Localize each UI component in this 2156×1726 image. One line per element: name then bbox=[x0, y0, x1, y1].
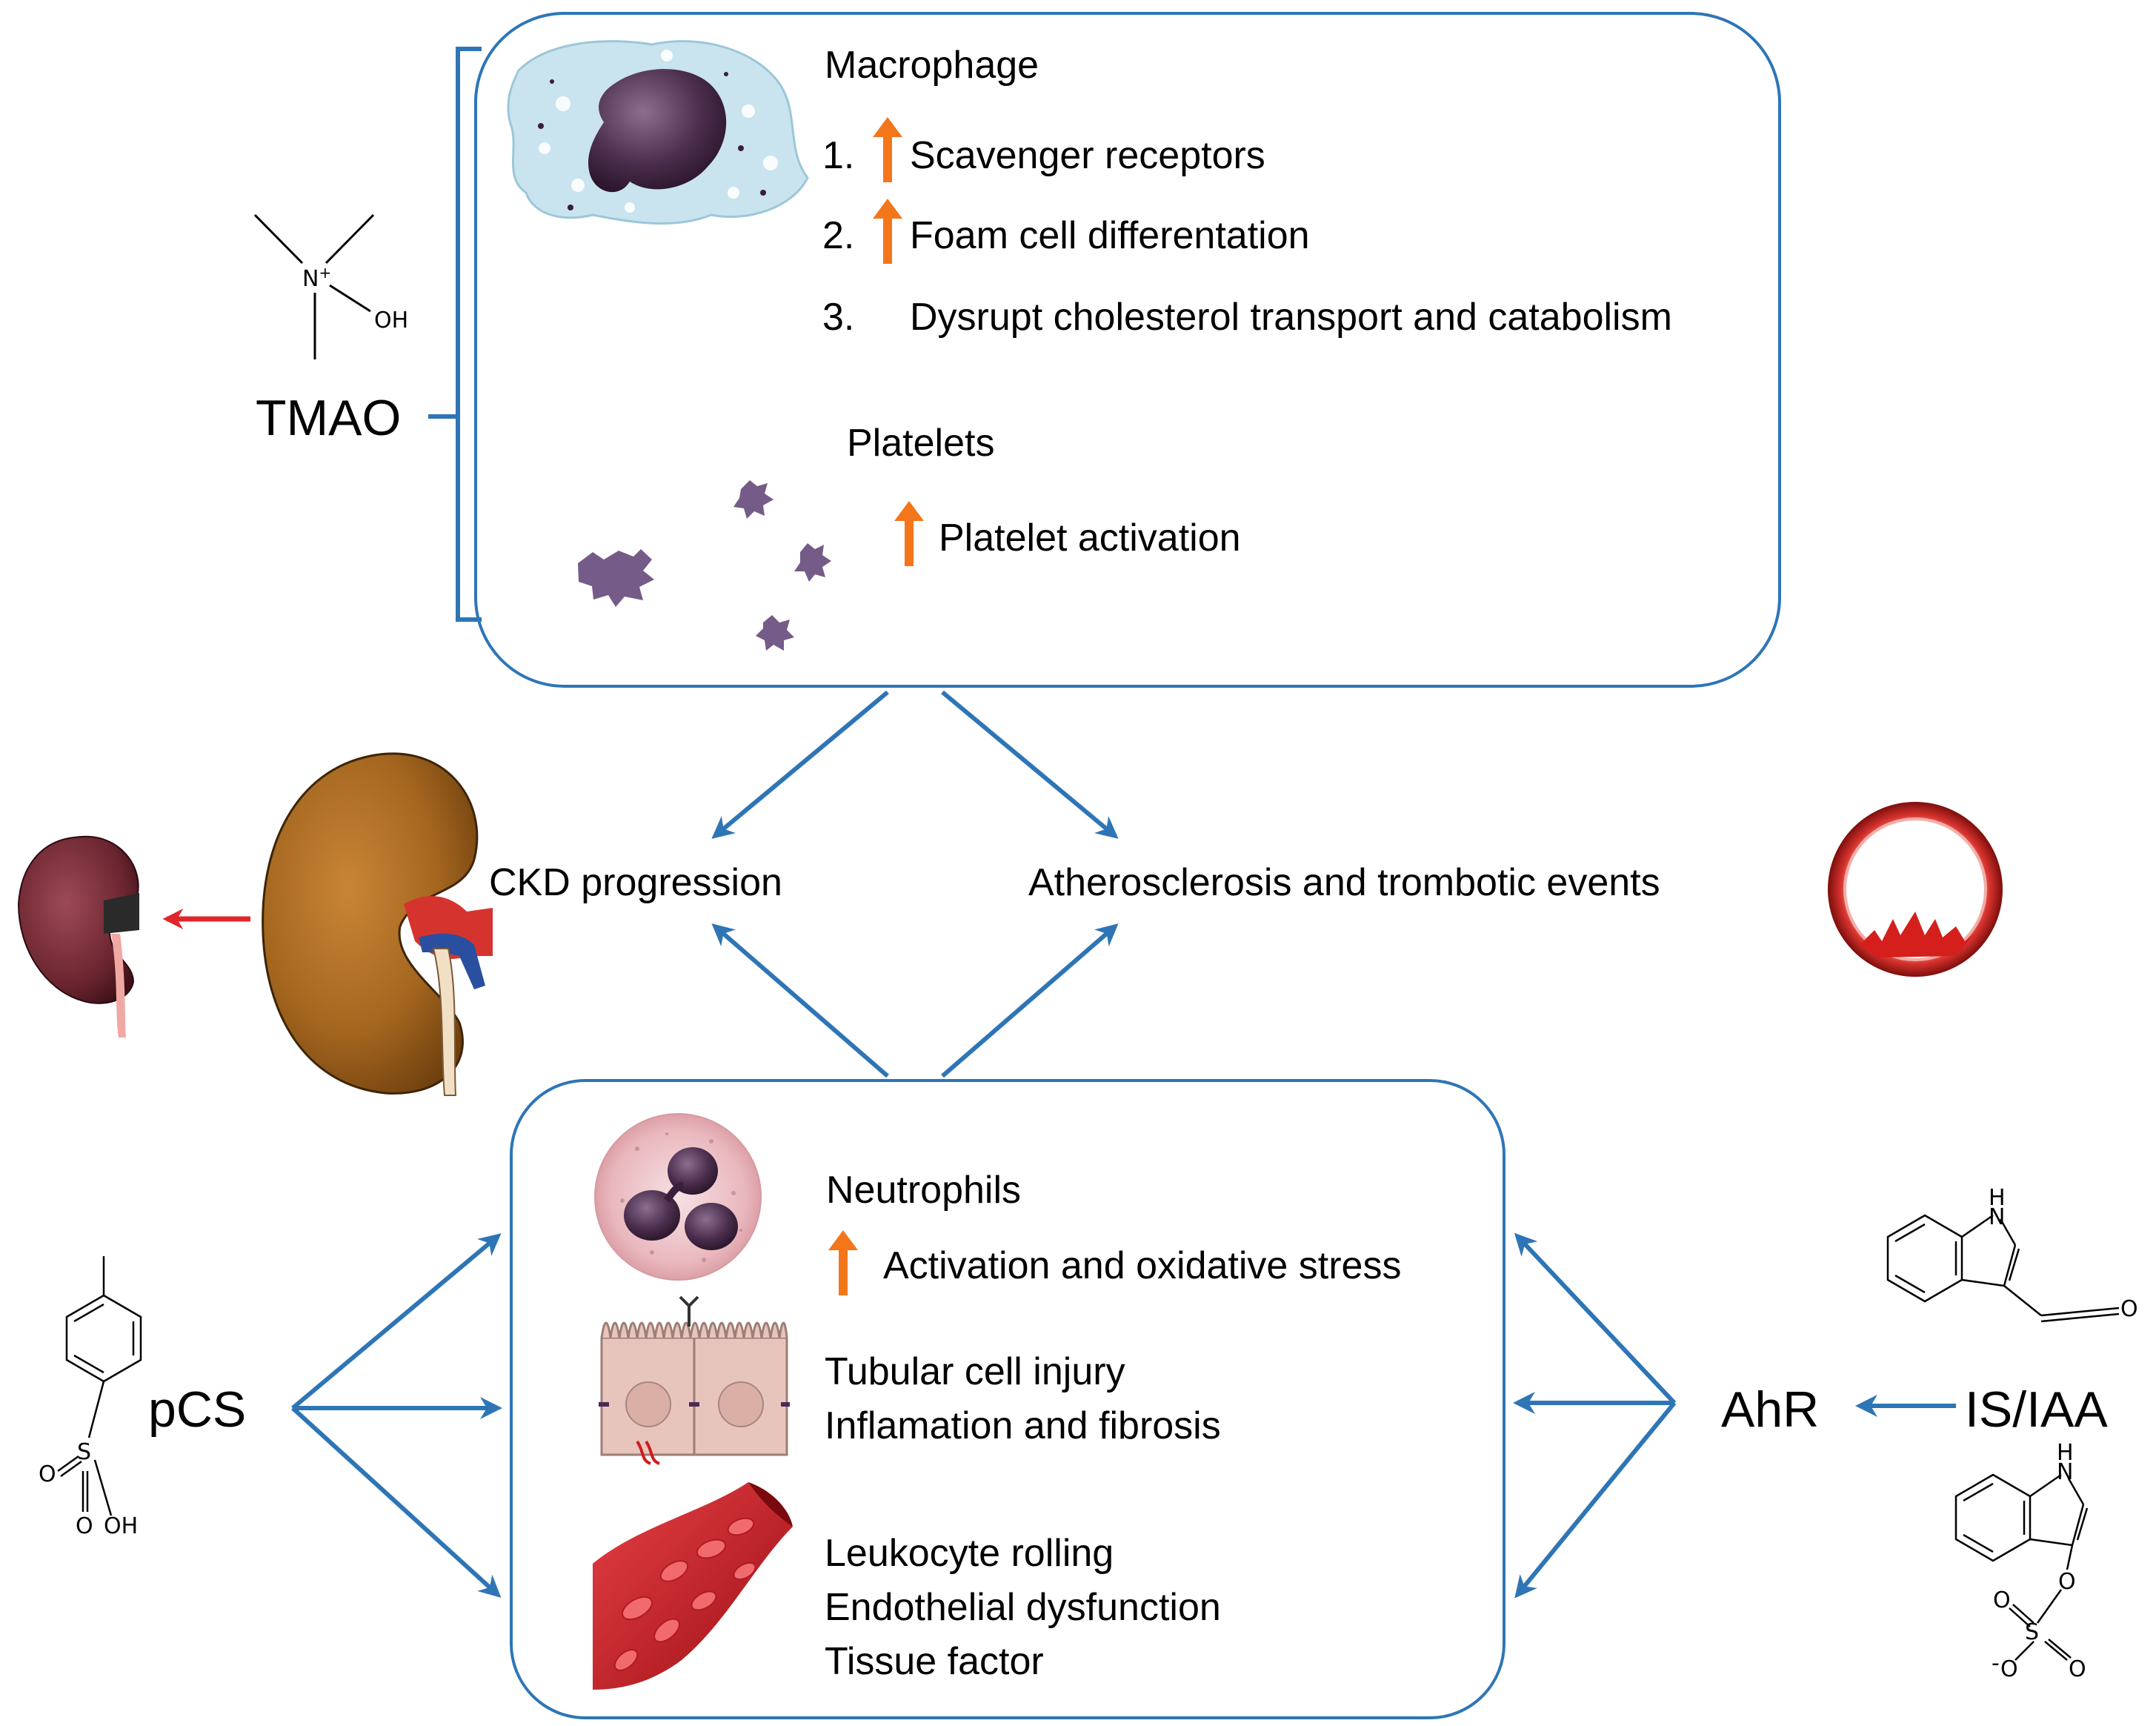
macrophage-title: Macrophage bbox=[825, 44, 1039, 87]
pcs-label: pCS bbox=[148, 1381, 247, 1438]
up-arrow-icon-1 bbox=[873, 117, 902, 182]
isiaa-top-o-label: O bbox=[2120, 1296, 2138, 1322]
arrow-bottom-to-athero bbox=[941, 923, 1119, 1078]
up-arrow-icon-3 bbox=[894, 501, 924, 566]
neutrophils-title: Neutrophils bbox=[826, 1169, 1022, 1212]
ckd-progression-label: CKD progression bbox=[489, 861, 782, 904]
atherosclerosis-ring-illustration bbox=[1828, 802, 2003, 977]
isiaa-top-n-label: N bbox=[1989, 1204, 2006, 1230]
tubular-cells-illustration bbox=[599, 1295, 790, 1465]
arrow-top-to-athero bbox=[941, 690, 1119, 839]
up-arrow-icon-neutrophils bbox=[828, 1230, 858, 1295]
isiaa-bottom-s-label: S bbox=[2025, 1619, 2040, 1645]
orange-up-arrows-top bbox=[873, 117, 924, 566]
neutrophil-illustration bbox=[594, 1113, 762, 1281]
pcs-structure bbox=[57, 1256, 142, 1516]
ahr-arrows bbox=[1513, 1232, 1956, 1599]
pcs-arrows bbox=[290, 1233, 502, 1599]
tubular-line-2: Inflamation and fibrosis bbox=[825, 1404, 1221, 1447]
tubular-line-1: Tubular cell injury bbox=[825, 1350, 1125, 1393]
isiaa-structure-top bbox=[1886, 1214, 2120, 1323]
item-3-number: 3. bbox=[822, 296, 855, 339]
item-2-text: Foam cell differentation bbox=[910, 214, 1310, 257]
pcs-o2-label: O bbox=[76, 1513, 93, 1539]
atherosclerosis-label: Atherosclerosis and trombotic events bbox=[1028, 861, 1660, 904]
platelets-title: Platelets bbox=[847, 422, 995, 465]
tmao-label: TMAO bbox=[256, 390, 402, 446]
tmao-n-label: N+ bbox=[302, 264, 332, 292]
item-1-number: 1. bbox=[822, 134, 855, 177]
up-arrow-icon-2 bbox=[873, 199, 902, 264]
vessel-line-1: Leukocyte rolling bbox=[825, 1532, 1114, 1575]
pcs-o1-label: O bbox=[39, 1461, 56, 1487]
large-kidney-illustration bbox=[262, 752, 493, 1096]
item-3-text: Dysrupt cholesterol transport and catabo… bbox=[910, 296, 1672, 339]
small-damaged-kidney-illustration bbox=[17, 835, 139, 1038]
isiaa-structure-bottom bbox=[1954, 1473, 2089, 1661]
pcs-s-label: S bbox=[77, 1439, 92, 1465]
isiaa-bottom-o2-label: O bbox=[2000, 1656, 2018, 1682]
vessel-line-2: Endothelial dysfunction bbox=[825, 1586, 1221, 1629]
pcs-oh-label: OH bbox=[104, 1513, 139, 1539]
isiaa-bottom-o1-label: O bbox=[1993, 1587, 2011, 1613]
platelets-illustration bbox=[578, 480, 831, 651]
isiaa-label: IS/IAA bbox=[1965, 1381, 2108, 1438]
item-1-text: Scavenger receptors bbox=[910, 134, 1265, 177]
blood-vessel-illustration bbox=[593, 1482, 793, 1690]
arrow-top-to-ckd bbox=[711, 690, 889, 839]
macrophage-illustration bbox=[507, 40, 809, 225]
middle-arrows bbox=[711, 690, 1119, 1078]
neutrophils-item-text: Activation and oxidative stress bbox=[883, 1244, 1402, 1287]
tmao-bracket bbox=[428, 47, 482, 622]
ahr-label: AhR bbox=[1721, 1381, 1820, 1438]
isiaa-bottom-minus-label: - bbox=[1992, 1650, 2000, 1676]
isiaa-bottom-o-label: O bbox=[2058, 1569, 2076, 1595]
tmao-oh-label: OH bbox=[374, 308, 409, 333]
item-2-number: 2. bbox=[822, 214, 855, 257]
isiaa-bottom-n-label: N bbox=[2057, 1459, 2074, 1485]
isiaa-bottom-o3-label: O bbox=[2069, 1656, 2086, 1682]
platelet-activation-text: Platelet activation bbox=[939, 517, 1241, 560]
vessel-line-3: Tissue factor bbox=[825, 1640, 1044, 1683]
tmao-structure bbox=[253, 213, 375, 359]
arrow-bottom-to-ckd bbox=[711, 923, 889, 1078]
isiaa-bottom-h-label: H bbox=[2057, 1440, 2074, 1466]
isiaa-top-h-label: H bbox=[1989, 1185, 2006, 1211]
